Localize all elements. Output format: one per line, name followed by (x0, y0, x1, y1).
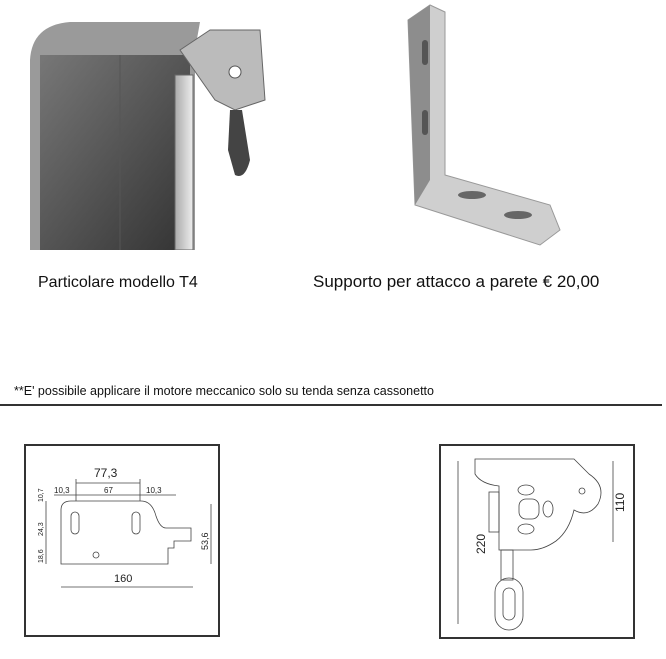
divider (0, 404, 662, 406)
dim-160: 160 (114, 573, 132, 585)
dim-24-3: 24,3 (38, 522, 45, 536)
bracket-dimension-drawing: 77,3 10,3 67 10,3 10,7 24,3 18,6 53,6 16… (24, 444, 220, 637)
dim-53-6: 53,6 (200, 532, 210, 550)
dim-10-7: 10,7 (38, 488, 45, 502)
dim-220: 220 (474, 534, 488, 554)
dim-67: 67 (104, 486, 113, 495)
t4-detail-photo (30, 22, 266, 250)
dim-10-3-left: 10,3 (54, 486, 70, 495)
dim-18-6: 18,6 (38, 549, 45, 563)
caption-wall-bracket-price: Supporto per attacco a parete € 20,00 (313, 272, 600, 291)
wall-bracket-photo (407, 4, 561, 246)
dim-77-3: 77,3 (94, 466, 118, 480)
mechanical-motor-note: **E' possibile applicare il motore mecca… (14, 384, 434, 398)
dim-10-3-right: 10,3 (146, 486, 162, 495)
dim-110: 110 (613, 493, 627, 512)
crank-dimension-drawing: 220 110 (439, 444, 635, 639)
caption-t4-detail: Particolare modello T4 (38, 274, 198, 291)
